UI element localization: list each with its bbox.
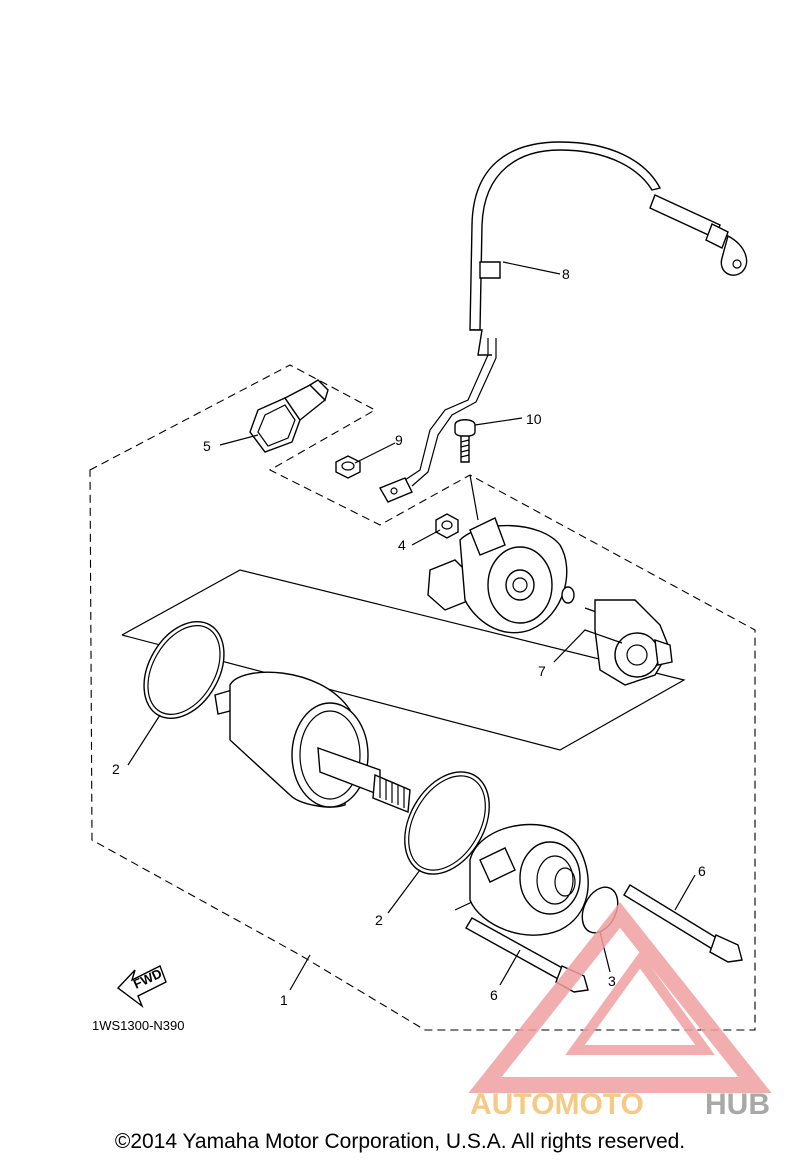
- fwd-arrow-icon: FWD: [116, 965, 167, 1009]
- callout-4: 4: [398, 537, 406, 553]
- logo-text-primary: AUTOMOTO: [470, 1088, 644, 1121]
- callout-9: 9: [395, 432, 403, 448]
- callout-2-upper: 2: [112, 761, 120, 777]
- connector-part: [249, 379, 329, 453]
- callout-3: 3: [608, 973, 616, 989]
- nut-9: [335, 455, 361, 479]
- callout-6-right: 6: [698, 863, 706, 879]
- brush-holder: [584, 599, 673, 686]
- front-cover: [427, 517, 568, 634]
- cable-terminal: [378, 477, 413, 503]
- o-ring-upper: [143, 620, 225, 720]
- rear-cover: [469, 823, 589, 936]
- callout-1: 1: [280, 992, 288, 1008]
- logo-text-secondary: HUB: [705, 1088, 770, 1121]
- callout-8: 8: [562, 266, 570, 282]
- bolt-10: [454, 419, 476, 463]
- circlip: [561, 586, 575, 604]
- automotohub-logo: AUTOMOTO HUB: [468, 902, 772, 1121]
- callout-7: 7: [538, 663, 546, 679]
- callout-2-lower: 2: [375, 912, 383, 928]
- callout-5: 5: [203, 438, 211, 454]
- long-bolt-right: [623, 884, 743, 963]
- copyright-notice: ©2014 Yamaha Motor Corporation, U.S.A. A…: [114, 1130, 686, 1153]
- starter-cable: [404, 141, 748, 487]
- leader-lines: [127, 261, 696, 991]
- callout-10: 10: [526, 411, 542, 427]
- callouts: 8 10 9 5 4 7 2 2 6 3 6 1: [112, 266, 706, 1008]
- diagram-code: 1WS1300-N390: [92, 1018, 185, 1033]
- nut-4: [435, 513, 459, 539]
- armature-yoke: [214, 671, 411, 813]
- callout-6-left: 6: [490, 987, 498, 1003]
- group-outlines: [89, 364, 756, 1031]
